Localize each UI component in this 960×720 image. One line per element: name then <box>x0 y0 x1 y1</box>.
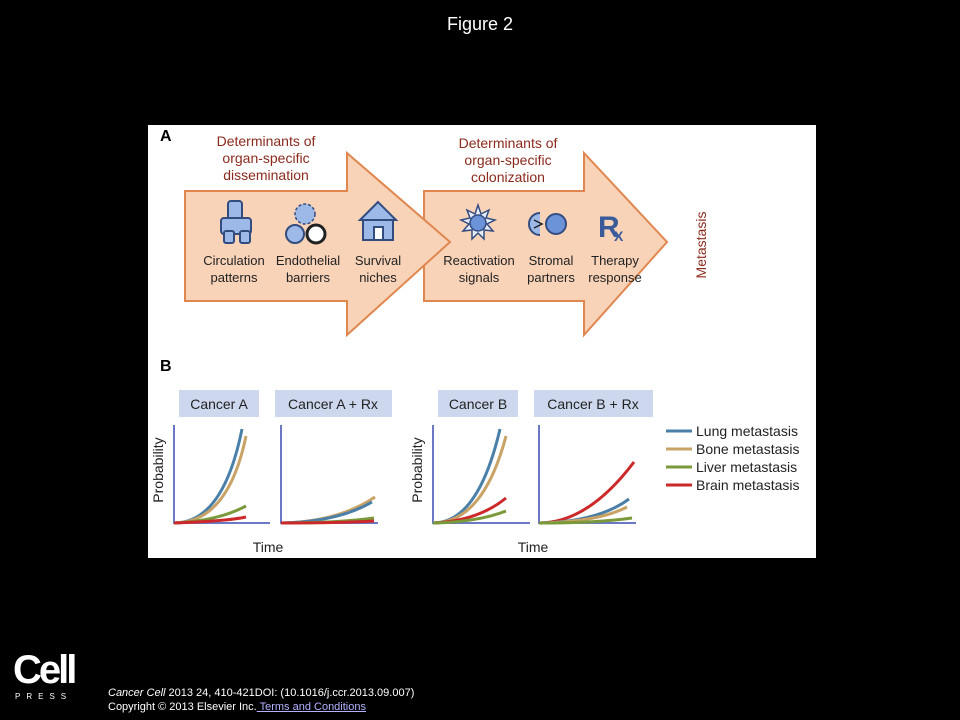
brain-curve <box>280 519 375 525</box>
journal-name: Cancer Cell <box>108 687 166 699</box>
citation-details: 2013 24, 410-421DOI: (10.1016/j.ccr.2013… <box>165 687 415 699</box>
item-label: Reactivation <box>443 253 515 268</box>
copyright-line: Copyright © 2013 Elsevier Inc. Terms and… <box>108 700 414 714</box>
plot-title-box <box>534 390 653 417</box>
svg-text:X: X <box>614 228 624 244</box>
item-label: response <box>588 270 641 285</box>
house-icon <box>357 200 399 241</box>
slide-title: Figure 2 <box>446 14 514 34</box>
colonization-heading: Determinants of organ-specific colonizat… <box>459 135 558 185</box>
stromal-interaction-icon <box>528 212 567 236</box>
svg-text:organ-specific: organ-specific <box>222 150 309 166</box>
svg-text:Determinants of: Determinants of <box>459 135 558 151</box>
legend: Lung metastasis Bone metastasis Liver me… <box>666 423 800 493</box>
liver-curve <box>538 516 633 525</box>
brain-curve <box>538 461 636 525</box>
plot-title-box <box>275 390 392 417</box>
terms-link[interactable]: Terms and Conditions <box>256 701 366 713</box>
plot-title: Cancer B <box>449 396 507 412</box>
y-axis-label: Probability <box>409 437 425 502</box>
y-axis-label: Probability <box>150 437 166 502</box>
starburst-cell-icon <box>458 202 498 241</box>
figure-svg: A Determinants of organ-specific dissemi… <box>150 128 800 555</box>
item-label: Therapy <box>591 253 639 268</box>
rx-icon: R X <box>598 211 624 244</box>
cell-press-logo: Cell PRESS <box>13 650 79 704</box>
plot-title: Cancer B + Rx <box>547 396 638 412</box>
lung-curve <box>173 428 244 525</box>
dissemination-heading: Determinants of organ-specific dissemina… <box>217 133 316 183</box>
legend-label: Bone metastasis <box>696 441 800 457</box>
logo-sub-text: PRESS <box>15 692 73 701</box>
copyright-text: Copyright © 2013 Elsevier Inc. <box>108 701 257 713</box>
blood-vessel-icon <box>220 200 252 244</box>
item-label: Survival <box>355 253 401 268</box>
legend-label: Liver metastasis <box>696 459 797 475</box>
svg-text:organ-specific: organ-specific <box>464 152 551 168</box>
item-label: Stromal <box>529 253 574 268</box>
legend-label: Brain metastasis <box>696 477 799 493</box>
item-label: Circulation <box>203 253 264 268</box>
x-axis-label: Time <box>518 539 549 555</box>
svg-text:colonization: colonization <box>471 169 545 185</box>
item-label: barriers <box>286 270 331 285</box>
svg-text:Determinants of: Determinants of <box>217 133 316 149</box>
svg-text:dissemination: dissemination <box>223 167 309 183</box>
panel-b-label: B <box>160 358 172 375</box>
item-label: partners <box>527 270 575 285</box>
item-label: signals <box>459 270 500 285</box>
panel-a-label: A <box>160 128 172 145</box>
plot-title-box <box>438 390 518 417</box>
plot-axes <box>173 425 270 524</box>
plot-title-box <box>179 390 259 417</box>
liver-curve <box>432 509 507 525</box>
colonization-arrow <box>423 150 669 338</box>
plot-title: Cancer A <box>190 396 248 412</box>
x-axis-label: Time <box>253 539 284 555</box>
logo-main-text: Cell <box>13 648 77 692</box>
legend-label: Lung metastasis <box>696 423 798 439</box>
citation-line: Cancer Cell 2013 24, 410-421DOI: (10.101… <box>108 686 414 700</box>
item-label: patterns <box>211 270 258 285</box>
metastasis-label: Metastasis <box>693 212 709 279</box>
figure-panel: A Determinants of organ-specific dissemi… <box>148 125 816 558</box>
plot-axes <box>432 425 530 524</box>
svg-text:R: R <box>598 211 620 244</box>
brain-curve <box>173 515 247 525</box>
plot-title: Cancer A + Rx <box>288 396 378 412</box>
citation-block: Cancer Cell 2013 24, 410-421DOI: (10.101… <box>108 686 414 714</box>
item-label: Endothelial <box>276 253 340 268</box>
item-label: niches <box>359 270 397 285</box>
endothelial-cells-icon <box>285 203 327 245</box>
plot-axes <box>280 425 378 524</box>
